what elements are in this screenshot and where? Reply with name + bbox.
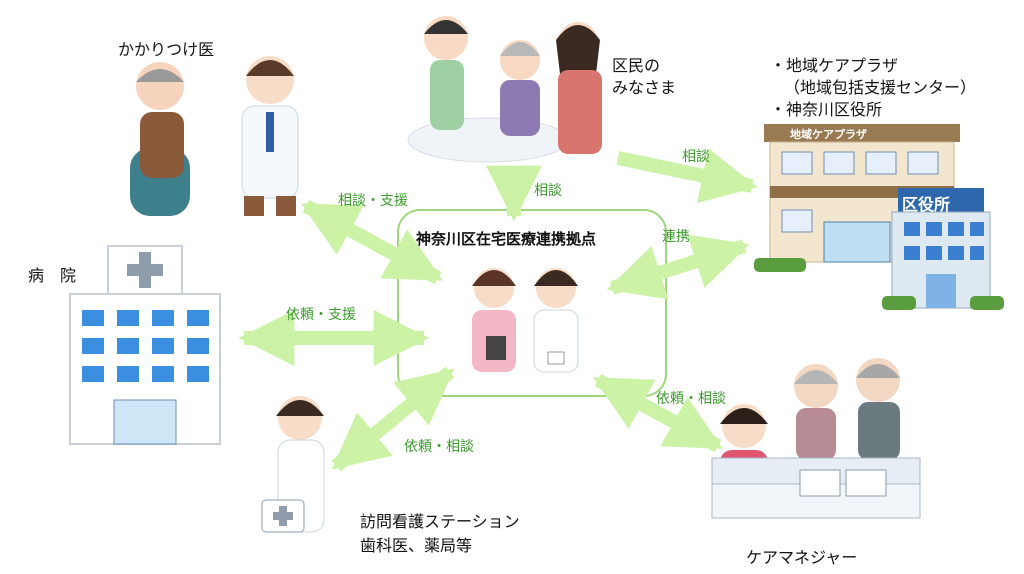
plaza-label-line2: （地域包括支援センター） xyxy=(784,78,977,97)
plaza-label-line3: ・神奈川区役所 xyxy=(770,100,883,119)
visiting-label-line1: 訪問看護ステーション xyxy=(360,512,520,531)
edge-label-residents-to-plaza: 相談 xyxy=(682,149,710,165)
plaza-sign: 地域ケアプラザ xyxy=(790,128,867,141)
visiting-nurse-illustration xyxy=(261,396,325,533)
arrow-hub-caremanager xyxy=(593,373,723,453)
caremanager-illustration xyxy=(711,358,921,519)
visiting-label-line2: 歯科医、薬局等 xyxy=(360,536,473,555)
residents-label-line2: みなさま xyxy=(612,78,677,97)
caremanager-label: ケアマネジャー xyxy=(746,548,858,567)
edge-label-hub-caremanager: 依頼・相談 xyxy=(656,391,726,407)
edge-label-hub-plaza: 連携 xyxy=(662,229,690,245)
edge-label-hub-visiting: 依頼・相談 xyxy=(404,439,474,455)
hospital-label: 病 院 xyxy=(28,266,77,285)
ward-office-sign: 区役所 xyxy=(902,195,951,214)
arrow-hub-plaza xyxy=(606,234,750,300)
hub-staff-illustration xyxy=(472,268,579,373)
ward-office-building xyxy=(882,188,1004,310)
edge-label-residents-to-hub: 相談 xyxy=(534,183,562,199)
residents-label-line1: 区民の xyxy=(612,56,661,75)
doctor-label: かかりつけ医 xyxy=(118,40,215,59)
edge-label-hub-hospital: 依頼・支援 xyxy=(286,307,356,323)
arrow-hub-doctor xyxy=(301,199,443,285)
residents-illustration xyxy=(407,16,602,163)
edge-label-hub-doctor: 相談・支援 xyxy=(338,193,408,209)
arrow-hub-visiting xyxy=(331,366,455,472)
hub-title: 神奈川区在宅医療連携拠点 xyxy=(416,230,597,248)
arrow-residents-to-plaza xyxy=(616,148,758,204)
doctor-illustration xyxy=(130,56,299,216)
hospital-illustration xyxy=(69,245,221,445)
plaza-label-line1: ・地域ケアプラザ xyxy=(770,56,899,75)
